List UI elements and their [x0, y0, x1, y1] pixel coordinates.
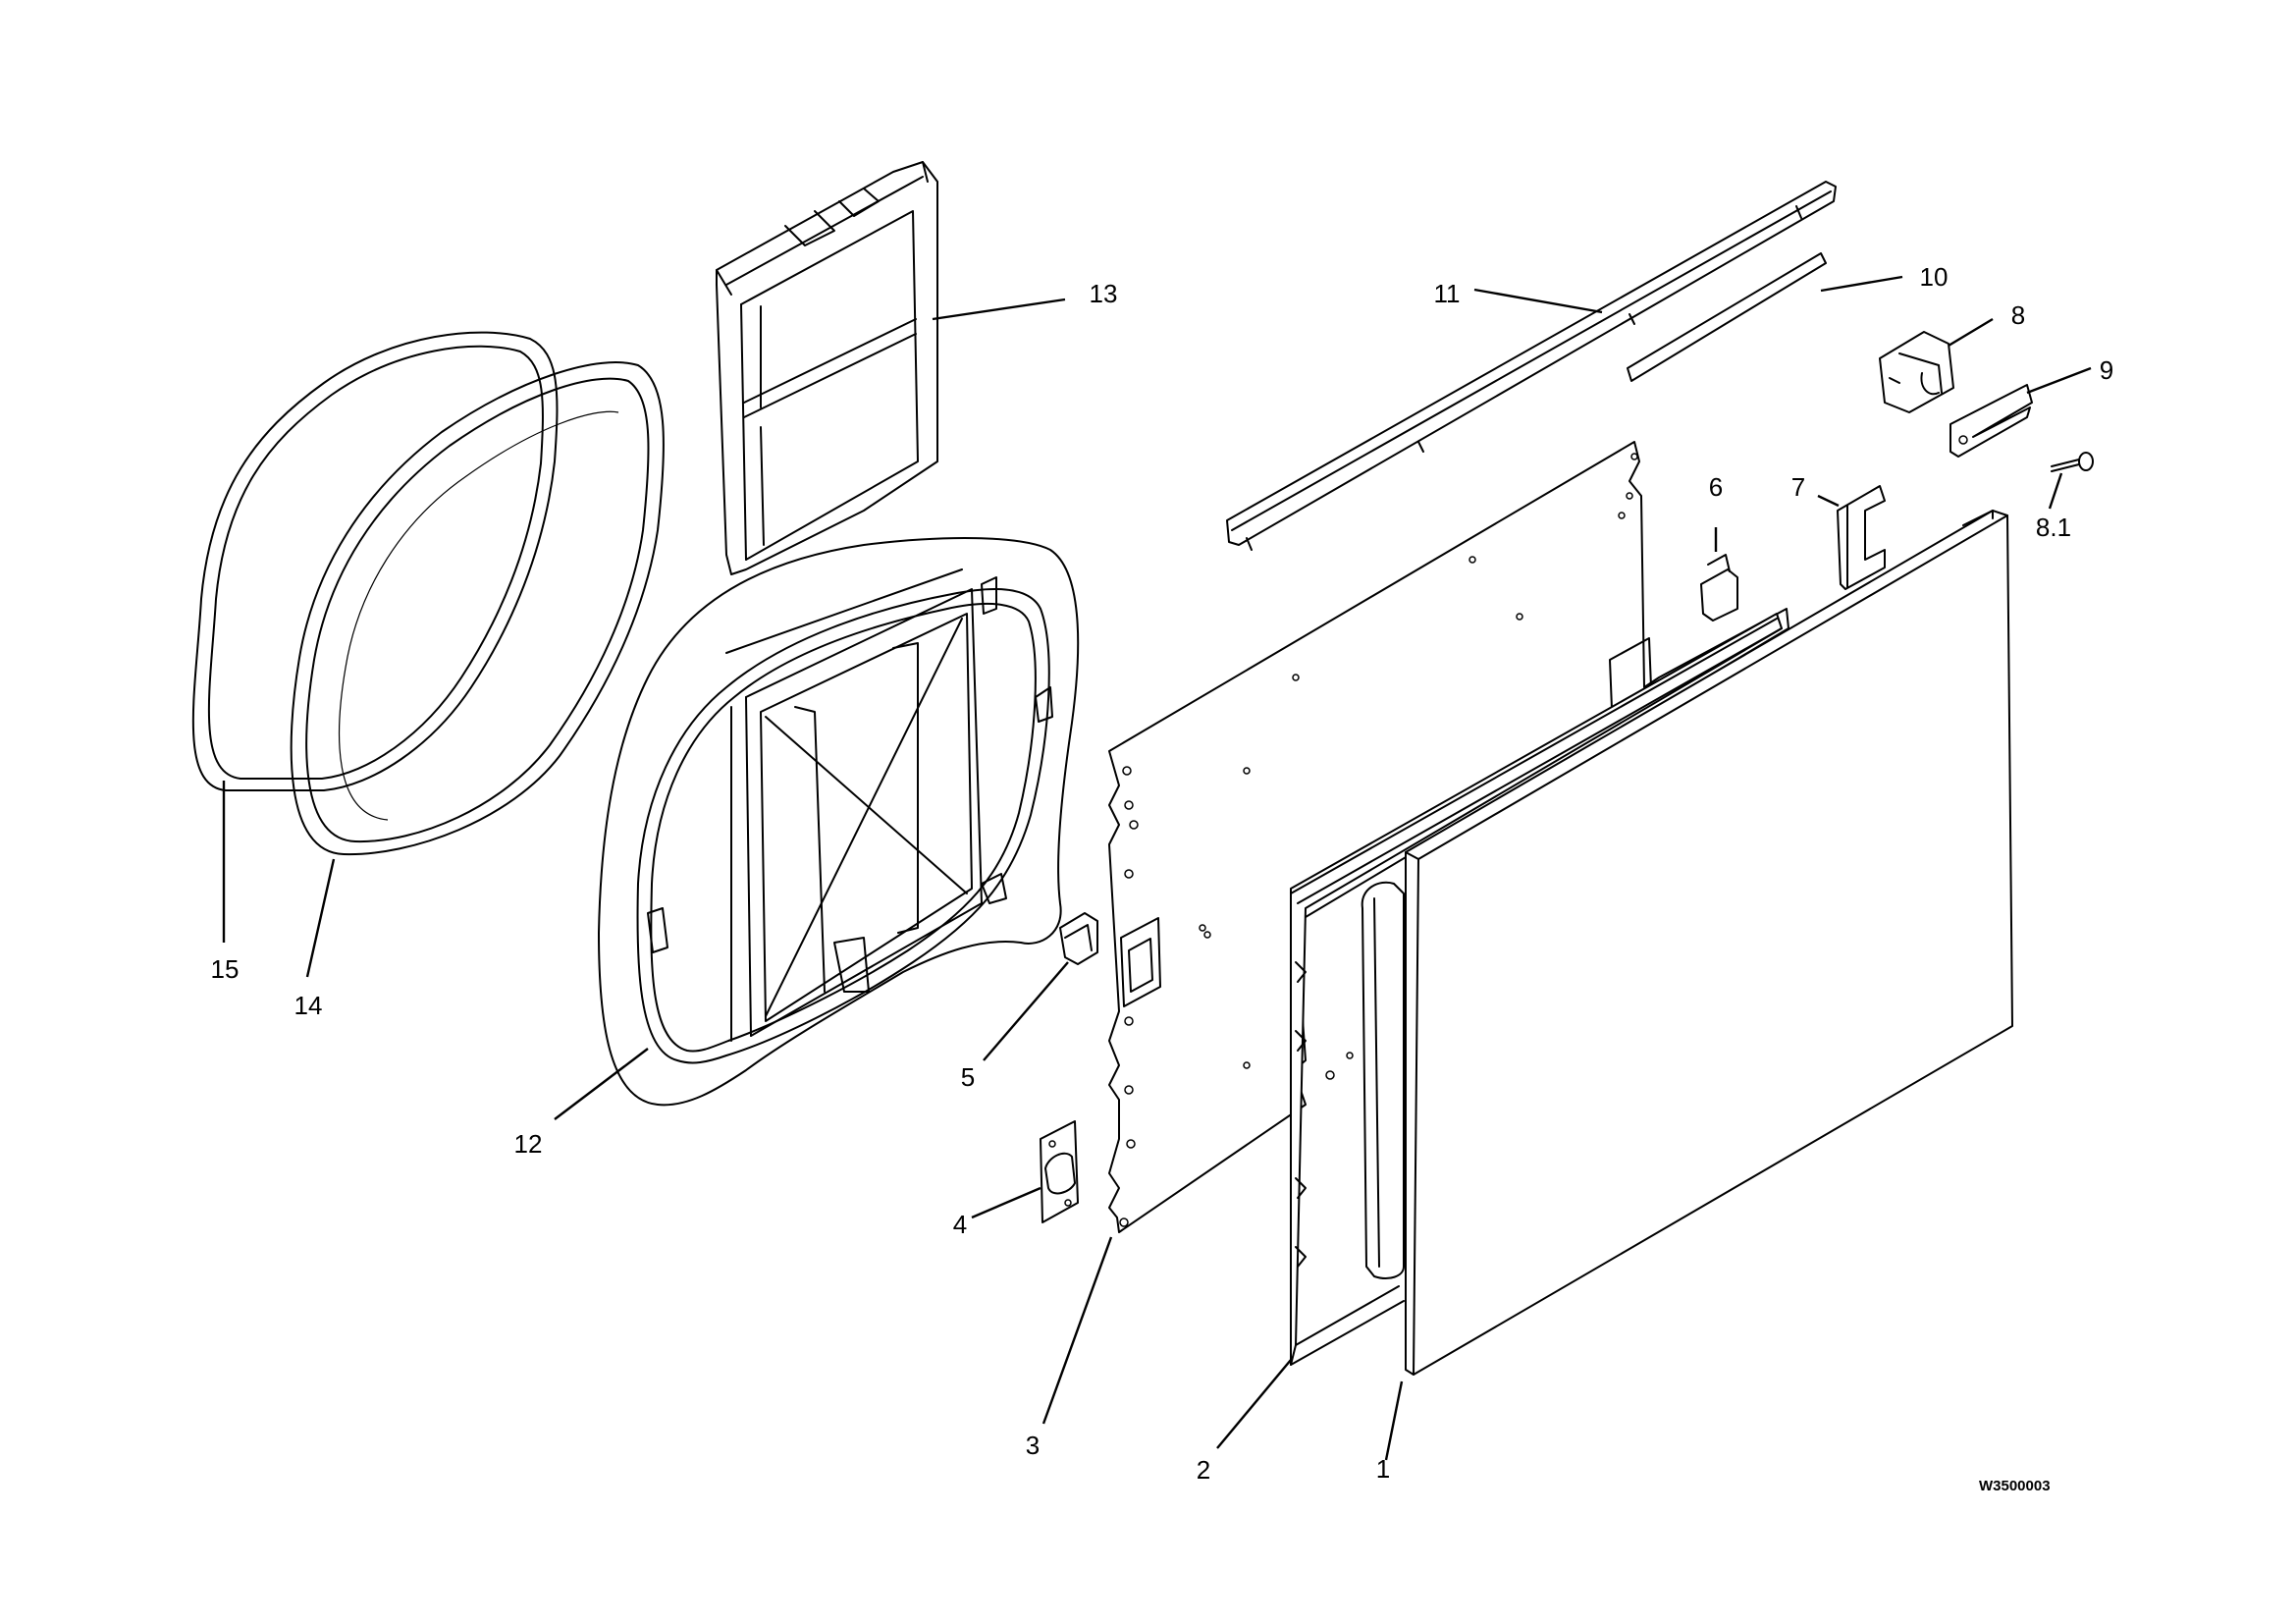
callout-5: 5 [961, 1062, 975, 1092]
leader-1 [1384, 1380, 1404, 1461]
callout-1: 1 [1376, 1454, 1390, 1484]
part-3-inner-panel [1108, 441, 1789, 1233]
leader-11 [1473, 288, 1603, 314]
callout-13: 13 [1090, 279, 1118, 308]
leader-14 [305, 858, 336, 978]
callout-6: 6 [1709, 472, 1723, 502]
leader-10 [1820, 275, 1903, 293]
door-handle-strip [1361, 881, 1405, 1279]
part-11-top-rail [1226, 181, 1837, 551]
part-14-inner-gasket [290, 361, 665, 856]
leader-12 [554, 1048, 649, 1120]
leader-5 [983, 961, 1069, 1061]
part-4-plate [1040, 1120, 1079, 1223]
callout-11: 11 [1434, 279, 1461, 308]
callout-14: 14 [294, 991, 323, 1020]
part-8-latch-block [1879, 331, 1954, 413]
part-13-filter-frame [716, 161, 938, 575]
leader-2 [1216, 1359, 1292, 1449]
callout-9: 9 [2100, 355, 2113, 385]
callout-10: 10 [1920, 262, 1949, 292]
callout-8-1: 8.1 [2036, 513, 2071, 542]
leader-8-1 [2048, 472, 2063, 510]
drawing-reference-code: W3500003 [1979, 1478, 2051, 1494]
leader-7 [1817, 494, 1840, 508]
part-8-1-screw [2051, 452, 2094, 472]
leader-8 [1948, 317, 1994, 348]
callout-15: 15 [211, 954, 240, 984]
part-6-latch [1700, 554, 1738, 622]
part-5-lock [1059, 912, 1098, 965]
part-7-hinge-bracket [1837, 485, 1886, 590]
part-10-strip [1627, 252, 1827, 382]
callout-4: 4 [953, 1210, 967, 1239]
callout-labels: 1 2 3 4 5 6 7 8 8.1 9 10 11 12 13 14 15 [211, 262, 2114, 1485]
callout-12: 12 [514, 1129, 543, 1159]
part-9-clip-plate [1949, 384, 2033, 458]
part-2-middle-panel [1290, 613, 1783, 1366]
callout-8: 8 [2011, 300, 2025, 330]
part-1-outer-panel [1405, 510, 2013, 1376]
leader-3 [1041, 1236, 1113, 1425]
leader-lines [222, 275, 2092, 1461]
part-15-outer-gasket [191, 331, 559, 791]
leader-4 [971, 1186, 1041, 1219]
callout-2: 2 [1197, 1455, 1210, 1485]
callout-3: 3 [1026, 1431, 1040, 1460]
callout-7: 7 [1791, 472, 1805, 502]
part-12-door-frame [598, 537, 1080, 1107]
leader-9 [2026, 366, 2092, 395]
leader-13 [932, 298, 1066, 321]
